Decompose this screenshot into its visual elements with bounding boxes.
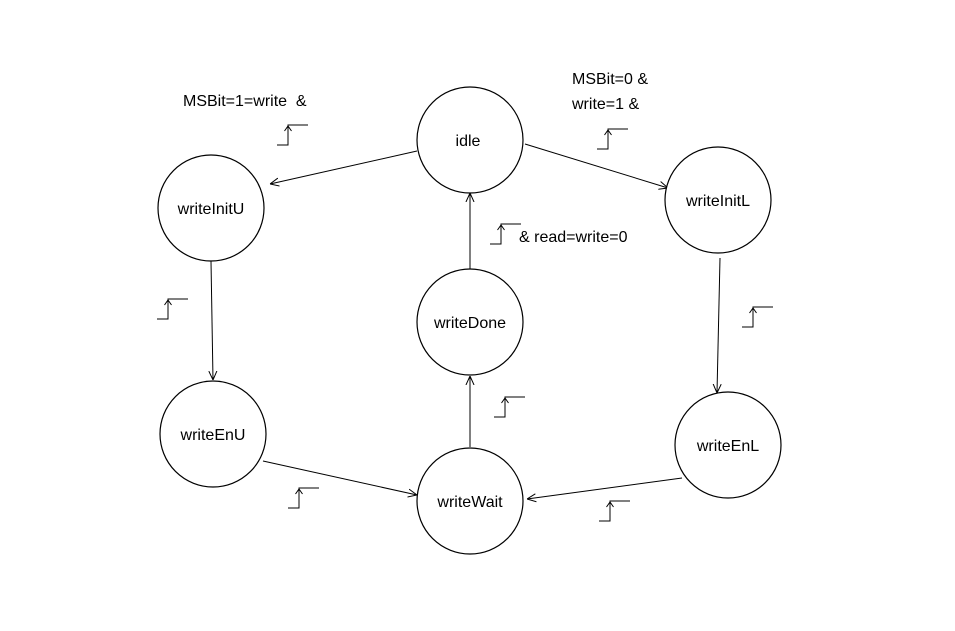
transition-arrow [211, 260, 213, 380]
state-label: idle [456, 133, 481, 150]
state-label: writeDone [433, 315, 506, 332]
transition-arrow [717, 257, 720, 393]
state-writeEnL[interactable]: writeEnL [674, 391, 782, 499]
transition-arrow [262, 460, 417, 495]
transition-idle-to-writeInitU [270, 150, 418, 184]
transition-writeEnU-to-writeWait [262, 460, 417, 495]
state-circle [416, 447, 524, 555]
rising-edge-icon [741, 306, 774, 328]
rising-edge-icon [596, 128, 629, 150]
state-circle [416, 86, 524, 194]
transition-writeInitL-to-writeEnL [717, 257, 720, 393]
state-writeWait[interactable]: writeWait [416, 447, 524, 555]
rising-edge-icon [489, 223, 522, 245]
transition-arrow [527, 477, 683, 499]
state-circle [674, 391, 782, 499]
state-writeDone[interactable]: writeDone [416, 268, 524, 376]
state-circle [664, 146, 772, 254]
transition-arrow [524, 143, 668, 188]
state-writeInitL[interactable]: writeInitL [664, 146, 772, 254]
rising-edge-icon [493, 396, 526, 418]
rising-edge-icon [598, 500, 631, 522]
label-writeDone-to-idle: & read=write=0 [519, 229, 628, 246]
state-writeEnU[interactable]: writeEnU [159, 380, 267, 488]
rising-edge-icon [287, 487, 320, 509]
state-circle [157, 154, 265, 262]
label-idle-to-writeInitL-line1: MSBit=0 & [572, 71, 648, 88]
transition-idle-to-writeInitL [524, 143, 668, 188]
state-label: writeInitL [685, 193, 750, 210]
rising-edge-icon [276, 124, 309, 146]
state-idle[interactable]: idle [416, 86, 524, 194]
transition-writeEnL-to-writeWait [527, 477, 683, 499]
state-label: writeEnL [696, 438, 759, 455]
label-idle-to-writeInitL-line2: write=1 & [571, 96, 639, 113]
label-idle-to-writeInitU: MSBit=1=write & [183, 93, 307, 110]
transition-writeInitU-to-writeEnU [211, 260, 213, 380]
state-writeInitU[interactable]: writeInitU [157, 154, 265, 262]
state-label: writeEnU [180, 427, 246, 444]
state-label: writeInitU [177, 201, 245, 218]
state-circle [416, 268, 524, 376]
rising-edge-icon [156, 298, 189, 320]
state-label: writeWait [436, 494, 503, 511]
transition-arrow [270, 150, 418, 184]
state-circle [159, 380, 267, 488]
